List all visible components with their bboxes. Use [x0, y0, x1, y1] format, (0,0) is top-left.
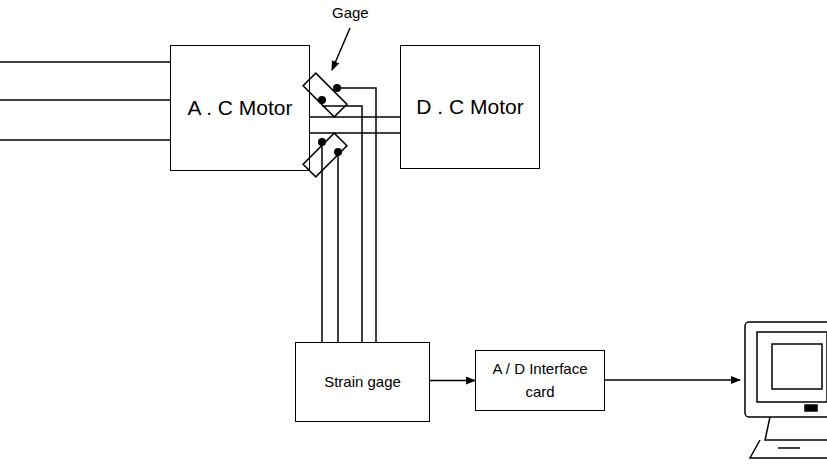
solder-dot [333, 84, 341, 92]
leader-line [332, 28, 350, 70]
computer-icon [745, 322, 827, 458]
supply-line [0, 99, 170, 101]
callout-label: Gage [330, 4, 371, 21]
motor-box: D . C Motor [400, 45, 540, 169]
supply-line [0, 61, 170, 63]
node-text: A . C Motor [187, 92, 292, 124]
process-box: Strain gage [295, 342, 430, 422]
solder-dot [334, 148, 342, 156]
solder-dot [318, 96, 326, 104]
process-box: A / D Interface card [475, 350, 605, 411]
gage-wire [321, 144, 323, 342]
shaft-line [310, 132, 400, 134]
solder-dot [318, 138, 326, 146]
node-text: Strain gage [324, 371, 401, 394]
node-text: D . C Motor [416, 91, 523, 123]
signal-arrow [430, 380, 475, 382]
shaft-line [310, 116, 400, 118]
signal-arrow [605, 379, 740, 381]
gage-wire [337, 88, 376, 342]
gage-wire [337, 152, 339, 342]
node-text: A / D Interface card [490, 358, 590, 403]
motor-box: A . C Motor [170, 45, 310, 171]
supply-line [0, 139, 170, 141]
gage-wire [322, 106, 362, 342]
